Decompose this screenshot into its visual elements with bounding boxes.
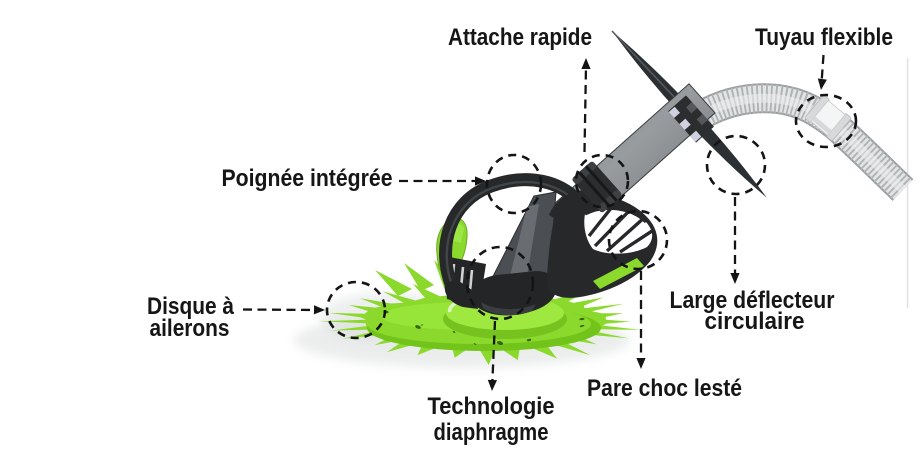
svg-text:Technologie: Technologie xyxy=(428,393,555,420)
svg-text:Large déflecteur: Large déflecteur xyxy=(670,287,835,314)
svg-text:Pare choc lesté: Pare choc lesté xyxy=(587,375,742,402)
svg-text:ailerons: ailerons xyxy=(150,315,230,342)
svg-text:Disque à: Disque à xyxy=(147,293,235,320)
svg-text:Attache rapide: Attache rapide xyxy=(448,24,592,51)
svg-text:diaphragme: diaphragme xyxy=(434,419,549,446)
svg-text:Tuyau flexible: Tuyau flexible xyxy=(755,24,893,51)
svg-text:Poignée intégrée: Poignée intégrée xyxy=(222,165,393,192)
svg-text:circulaire: circulaire xyxy=(705,308,805,335)
